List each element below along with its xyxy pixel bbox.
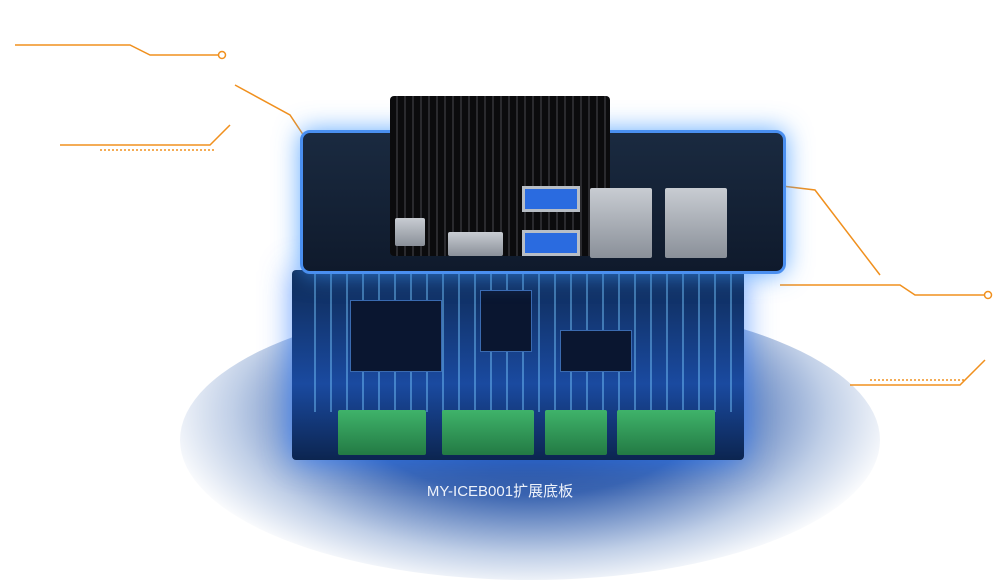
terminal-block (545, 410, 607, 455)
mini-displayport (395, 218, 425, 246)
usb-port (522, 186, 580, 212)
chip (560, 330, 632, 372)
heatsink (390, 96, 610, 256)
terminal-block (442, 410, 534, 455)
power-terminal (617, 410, 715, 455)
terminal-block (338, 410, 426, 455)
usb-port (522, 230, 580, 256)
hdmi-port (448, 232, 503, 256)
chip (480, 290, 532, 352)
ethernet-port (590, 188, 652, 258)
product-caption: MY-ICEB001扩展底板 (426, 483, 574, 500)
chip (350, 300, 442, 372)
ethernet-port (665, 188, 727, 258)
